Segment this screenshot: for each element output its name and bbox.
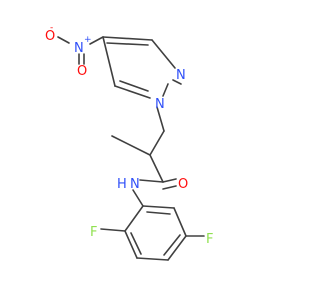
bond-c4-c5 (102, 36, 153, 41)
bond-carbonyl-n (139, 179, 164, 183)
bond-ch2-ch (149, 130, 165, 156)
bond-ch-methyl (111, 135, 151, 156)
bond-ar4-ar5-inner (163, 234, 181, 256)
bond-ar4-ar5 (167, 235, 187, 261)
bond-n1-ch2 (156, 106, 165, 132)
bond-n-aryl (132, 189, 144, 207)
molecule-canvas: O - N + O N N O N H F F (45, 23, 213, 261)
pyrazole-n2-atom: N (176, 68, 186, 83)
bond-c3-n1 (114, 85, 151, 99)
pyrazole-n1-atom: N (155, 97, 165, 112)
bond-carbonyl-o-b (162, 185, 177, 190)
bond-ar2-ar3-inner (130, 232, 142, 255)
carbonyl-oxygen-atom: O (178, 177, 188, 192)
bond-ar6-ar1 (142, 205, 175, 209)
bond-ar2-f (100, 228, 126, 232)
bond-n2-n1-a (172, 79, 182, 85)
oxygen-atom-minus: O (45, 29, 55, 44)
bond-ar5-ar6 (173, 207, 187, 237)
bond-ch-carbonyl (149, 154, 164, 183)
oxygen-atom-double: O (77, 64, 87, 79)
amide-nitrogen-atom: N (130, 177, 140, 192)
bond-n-c4 (89, 36, 104, 45)
bond-carbonyl-o-a (162, 178, 177, 183)
fluorine-atom-ortho: F (90, 225, 97, 240)
nitro-nitrogen-atom: N (74, 41, 84, 56)
bond-ar6-ar1-inner (146, 211, 171, 215)
bonds (57, 36, 205, 261)
atom-labels: O - N + O N N O N H F F (45, 23, 213, 247)
bond-ar3-ar4 (136, 257, 169, 261)
bond-n2-n1-b (162, 83, 169, 97)
bond-c4-c3 (102, 36, 116, 87)
amide-hydrogen-atom: H (117, 177, 127, 192)
bond-c4-c5-inner (106, 42, 149, 46)
bond-ar2-ar3 (124, 230, 138, 259)
negative-charge: - (50, 23, 53, 33)
bond-c5-n2 (151, 39, 176, 69)
fluorine-atom-meta: F (206, 232, 213, 247)
structure-diagram: O - N + O N N O N H F F (45, 23, 213, 261)
bond-ar1-ar2 (124, 205, 144, 232)
bond-c3-n1-inner (119, 80, 149, 92)
bond-ominus-n (57, 36, 70, 44)
positive-charge: + (84, 35, 92, 45)
